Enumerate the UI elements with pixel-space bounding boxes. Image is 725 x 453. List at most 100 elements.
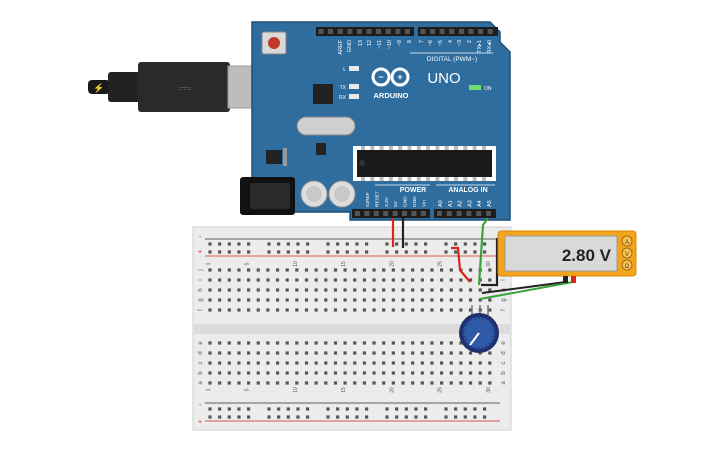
terminal-hole[interactable] [440,381,444,385]
terminal-hole[interactable] [391,351,395,355]
terminal-hole[interactable] [237,361,241,365]
terminal-hole[interactable] [440,288,444,292]
terminal-hole[interactable] [488,298,492,302]
terminal-hole[interactable] [401,268,405,272]
rail-hole[interactable] [444,415,448,419]
terminal-hole[interactable] [333,381,338,385]
terminal-hole[interactable] [391,341,395,345]
power-header[interactable] [352,209,430,218]
rail-hole[interactable] [227,242,231,246]
power-pin-hole[interactable] [355,211,360,216]
terminal-hole[interactable] [468,351,473,355]
terminal-hole[interactable] [353,278,357,282]
terminal-hole[interactable] [227,361,231,365]
terminal-hole[interactable] [237,298,241,302]
analog-pin-hole[interactable] [476,211,482,216]
rail-hole[interactable] [355,242,359,246]
terminal-hole[interactable] [440,278,444,282]
terminal-hole[interactable] [256,298,260,302]
terminal-hole[interactable] [353,288,357,292]
digital-pin-hole[interactable] [449,29,455,34]
terminal-hole[interactable] [411,278,415,282]
terminal-hole[interactable] [304,278,309,282]
terminal-hole[interactable] [237,278,241,282]
bottom-pin-holes[interactable] [355,211,491,216]
terminal-hole[interactable] [343,288,347,292]
terminal-hole[interactable] [247,361,251,365]
terminal-hole[interactable] [372,308,376,312]
terminal-hole[interactable] [372,268,376,272]
digital-pin-hole[interactable] [376,29,382,34]
rail-hole[interactable] [306,407,310,411]
terminal-hole[interactable] [266,298,270,302]
terminal-hole[interactable] [440,371,444,375]
terminal-hole[interactable] [285,341,289,345]
terminal-hole[interactable] [275,341,280,345]
terminal-hole[interactable] [218,278,222,282]
digital-pin-hole[interactable] [347,29,353,34]
terminal-hole[interactable] [285,351,289,355]
probe-red[interactable] [571,276,576,283]
rail-hole[interactable] [306,242,310,246]
terminal-hole[interactable] [420,341,424,345]
digital-pin-hole[interactable] [458,29,464,34]
power-pin-hole[interactable] [364,211,370,216]
digital-pin-hole[interactable] [385,29,391,34]
terminal-hole[interactable] [391,268,395,272]
terminal-hole[interactable] [304,371,309,375]
terminal-hole[interactable] [488,371,492,375]
digital-pin-hole[interactable] [430,29,436,34]
terminal-hole[interactable] [208,268,212,272]
terminal-hole[interactable] [247,308,251,312]
terminal-hole[interactable] [449,308,453,312]
rail-hole[interactable] [336,242,340,246]
rail-hole[interactable] [247,415,251,419]
terminal-hole[interactable] [324,298,328,302]
terminal-hole[interactable] [343,351,347,355]
rail-hole[interactable] [365,407,369,411]
terminal-hole[interactable] [430,308,434,312]
terminal-hole[interactable] [314,341,318,345]
terminal-hole[interactable] [266,381,270,385]
terminal-hole[interactable] [247,298,251,302]
rail-hole[interactable] [218,415,222,419]
power-pin-hole[interactable] [392,211,398,216]
rail-hole[interactable] [414,242,418,246]
terminal-hole[interactable] [391,278,395,282]
rail-hole[interactable] [404,407,408,411]
rail-hole[interactable] [463,407,467,411]
terminal-hole[interactable] [459,298,463,302]
power-pin-hole[interactable] [420,211,426,216]
terminal-hole[interactable] [468,381,473,385]
rail-hole[interactable] [306,415,310,419]
terminal-hole[interactable] [420,308,424,312]
terminal-hole[interactable] [218,268,222,272]
terminal-hole[interactable] [247,278,251,282]
analog-pin-hole[interactable] [486,211,491,216]
terminal-hole[interactable] [343,371,347,375]
terminal-hole[interactable] [391,381,395,385]
terminal-hole[interactable] [285,268,289,272]
rail-hole[interactable] [355,407,359,411]
rail-hole[interactable] [296,407,300,411]
terminal-hole[interactable] [304,298,309,302]
terminal-hole[interactable] [304,361,309,365]
rail-hole[interactable] [414,415,418,419]
multimeter[interactable]: 2.80 V A V Ω [497,230,637,283]
rail-hole[interactable] [345,415,349,419]
terminal-hole[interactable] [218,341,222,345]
terminal-hole[interactable] [208,278,212,282]
terminal-hole[interactable] [208,351,212,355]
terminal-hole[interactable] [314,371,318,375]
rail-hole[interactable] [237,407,241,411]
terminal-hole[interactable] [401,361,405,365]
terminal-hole[interactable] [382,371,386,375]
terminal-hole[interactable] [227,268,231,272]
rail-hole[interactable] [345,242,349,246]
terminal-hole[interactable] [218,371,222,375]
terminal-hole[interactable] [411,361,415,365]
rail-hole[interactable] [473,407,477,411]
terminal-hole[interactable] [333,278,338,282]
rail-hole[interactable] [296,415,300,419]
